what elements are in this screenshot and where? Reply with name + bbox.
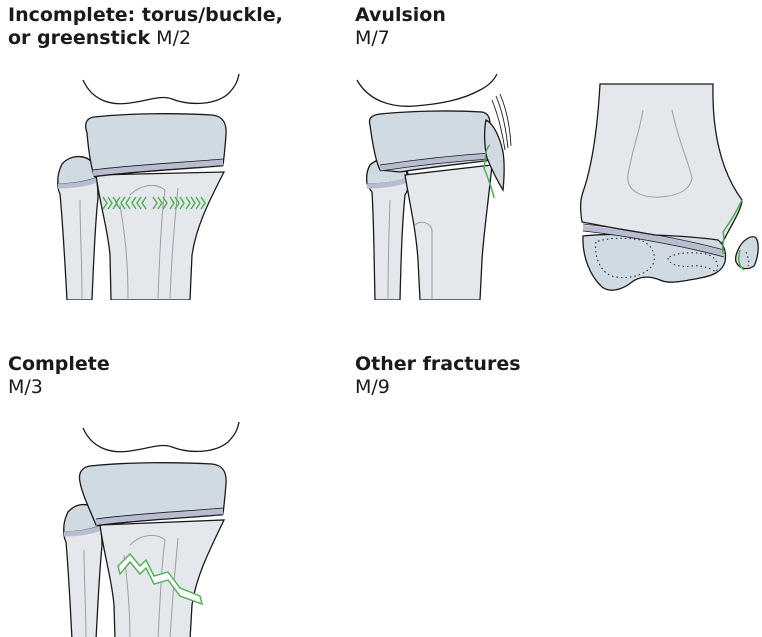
femur-condyles-incomplete <box>83 74 239 104</box>
femur-condyles-avulsion <box>357 74 497 106</box>
humerus-shaft <box>581 84 742 248</box>
illustration-incomplete <box>58 74 239 300</box>
illustration-avulsion-elbow <box>581 84 759 290</box>
distal-humerus-epiphysis <box>583 234 726 290</box>
illustration-complete <box>64 422 239 637</box>
tibia-shaft-incomplete <box>96 172 224 300</box>
illustration-avulsion-knee <box>357 74 511 300</box>
tibia-shaft-avulsion <box>405 165 492 300</box>
tendon-line-3 <box>500 94 511 146</box>
femur-condyles-complete <box>83 422 239 452</box>
